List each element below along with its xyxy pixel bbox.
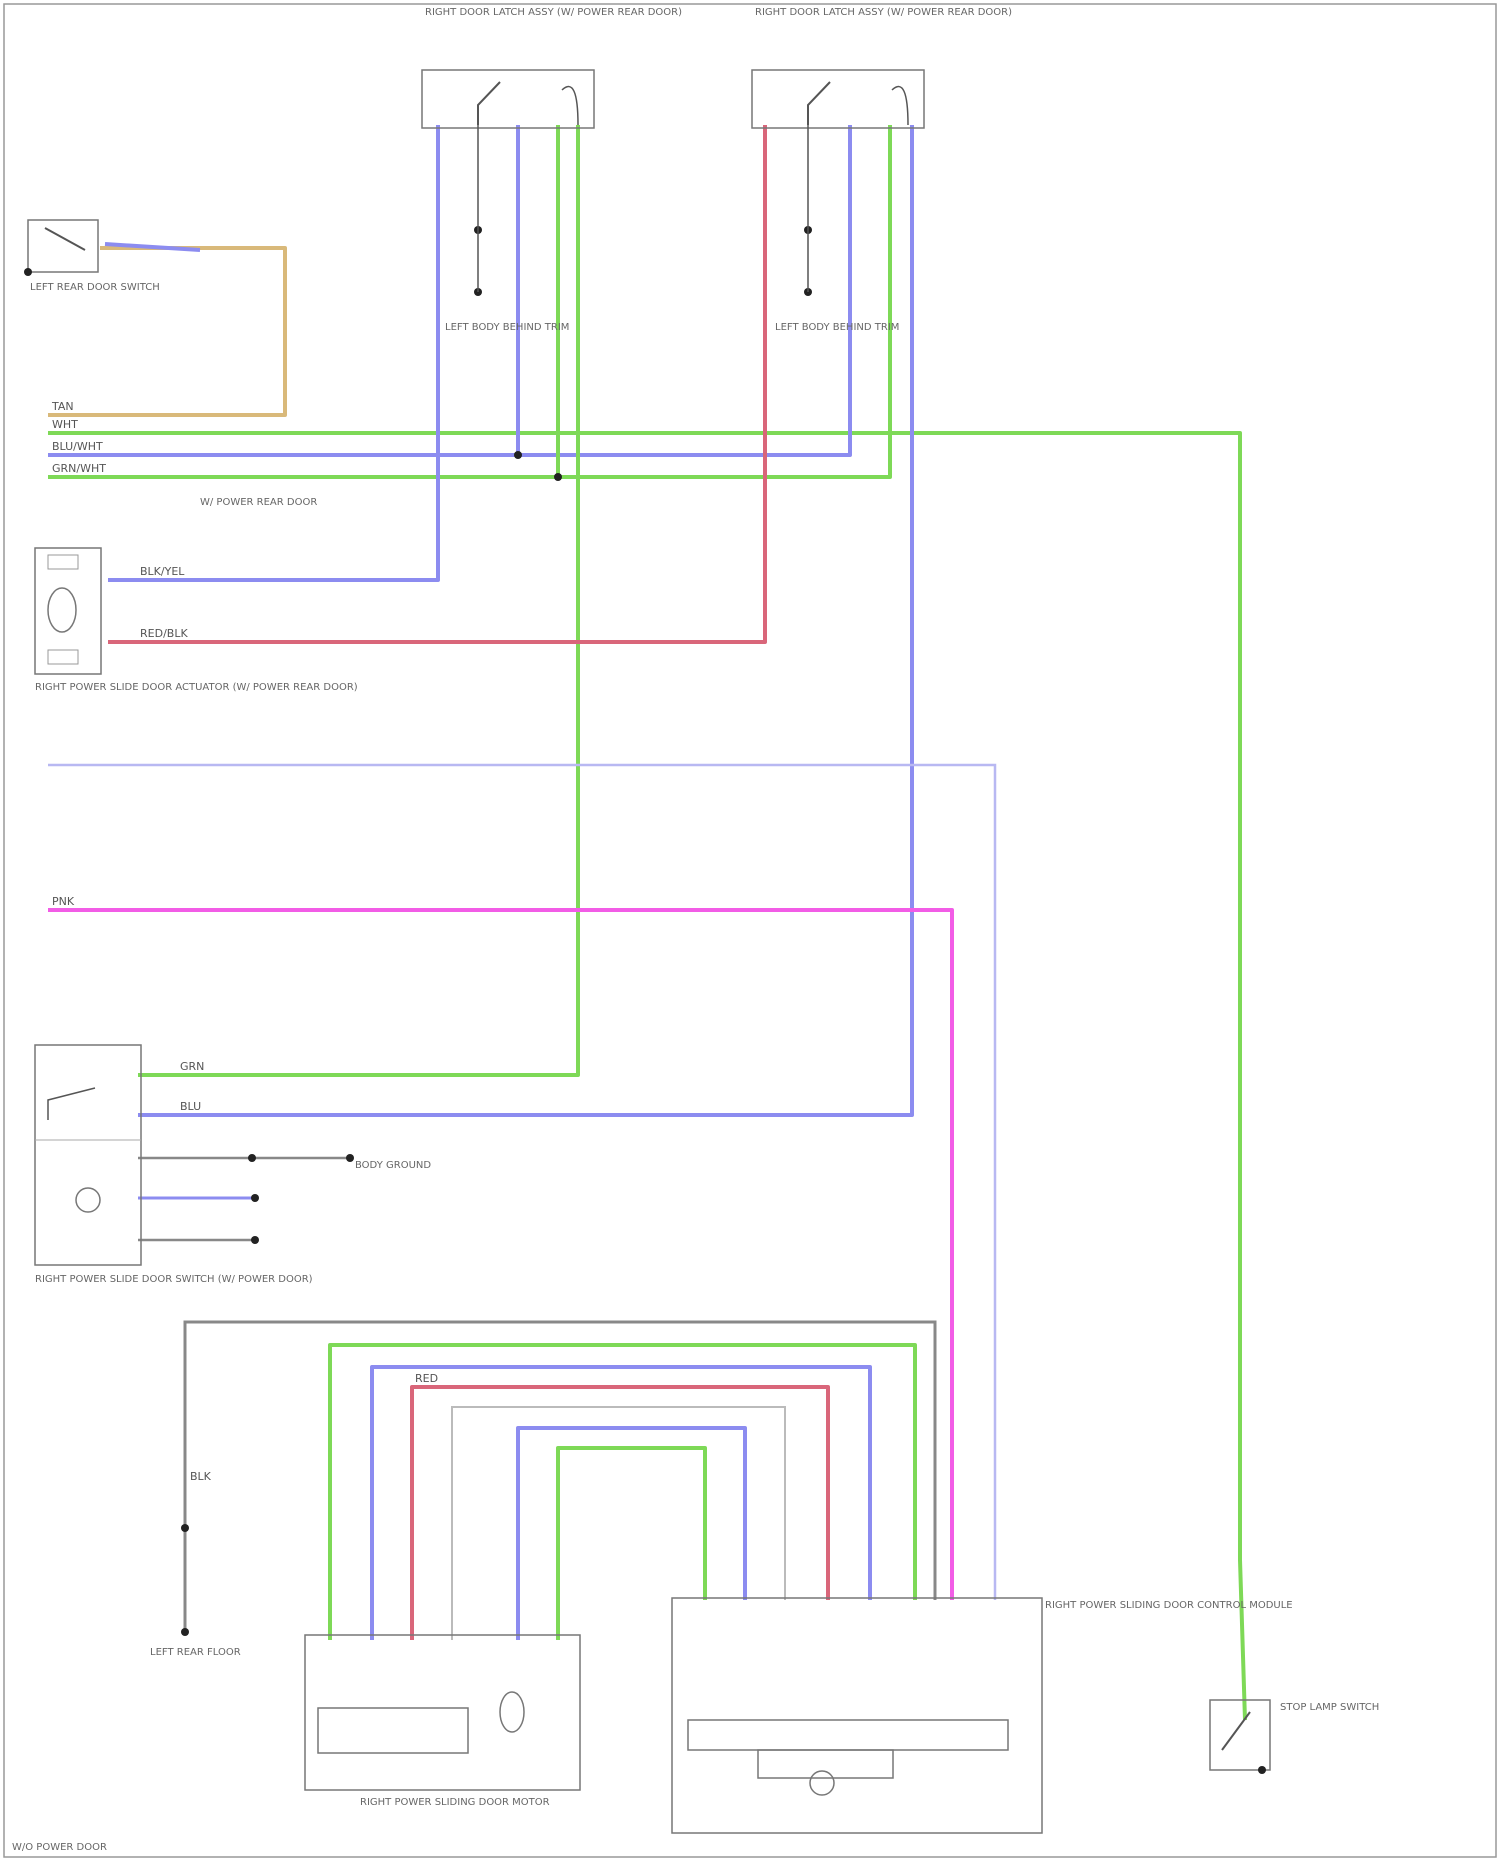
wire-label-pnk: PNK xyxy=(52,895,75,908)
tan-wire xyxy=(48,248,285,415)
harness-green-inner xyxy=(558,1448,705,1640)
label-top-conn-a: RIGHT DOOR LATCH ASSY (W/ POWER REAR DOO… xyxy=(425,7,682,18)
motor-box xyxy=(305,1635,580,1790)
wire-label-grn-wht: GRN/WHT xyxy=(52,462,106,475)
label-brake-switch: STOP LAMP SWITCH xyxy=(1280,1702,1379,1713)
wire-label-blk-yel: BLK/YEL xyxy=(140,565,185,578)
label-door-switch: RIGHT POWER SLIDE DOOR SWITCH (W/ POWER … xyxy=(35,1274,313,1285)
power-slide-actuator xyxy=(35,548,101,674)
wire-label-wht: WHT xyxy=(52,418,78,431)
top-connector-a xyxy=(422,70,594,296)
label-top-conn-b: RIGHT DOOR LATCH ASSY (W/ POWER REAR DOO… xyxy=(755,7,1012,18)
blue-long-wire xyxy=(138,125,912,1115)
junction-dot xyxy=(554,473,562,481)
label-lower-ground: LEFT REAR FLOOR xyxy=(150,1647,241,1658)
label-left-switch: LEFT REAR DOOR SWITCH xyxy=(30,282,160,293)
top-connector-b xyxy=(752,70,924,296)
label-gnd-b: LEFT BODY BEHIND TRIM xyxy=(775,322,899,333)
green-long-wire xyxy=(138,125,578,1075)
footer-label: W/O POWER DOOR xyxy=(12,1842,107,1853)
wire-label-blu: BLU xyxy=(180,1100,201,1113)
junction-dot xyxy=(514,451,522,459)
wire-label-tan: TAN xyxy=(51,400,74,413)
blue-bus-wire xyxy=(48,125,850,455)
label-actuator: RIGHT POWER SLIDE DOOR ACTUATOR (W/ POWE… xyxy=(35,682,358,693)
wire-label-blk: BLK xyxy=(190,1470,212,1483)
harness-grey-thin xyxy=(452,1407,785,1640)
actuator-blue-wire xyxy=(108,125,438,580)
door-switch-block xyxy=(35,1045,354,1265)
wire-label-grn: GRN xyxy=(180,1060,204,1073)
control-module-box xyxy=(672,1598,1042,1833)
wire-label-blu-wht: BLU/WHT xyxy=(52,440,103,453)
diagram-frame xyxy=(4,4,1496,1857)
wire-label-red-blk: RED/BLK xyxy=(140,627,188,640)
label-motor: RIGHT POWER SLIDING DOOR MOTOR xyxy=(360,1797,550,1808)
left-rear-switch xyxy=(24,220,98,276)
brake-switch xyxy=(1210,1700,1270,1774)
harness-blue-inner xyxy=(518,1428,745,1640)
label-shield: W/ POWER REAR DOOR xyxy=(200,497,317,508)
harness-red xyxy=(412,1387,828,1640)
label-control-module: RIGHT POWER SLIDING DOOR CONTROL MODULE xyxy=(1045,1600,1293,1611)
wire-label-red: RED xyxy=(415,1372,438,1385)
label-body-ground: BODY GROUND xyxy=(355,1160,431,1171)
label-gnd-a: LEFT BODY BEHIND TRIM xyxy=(445,322,569,333)
